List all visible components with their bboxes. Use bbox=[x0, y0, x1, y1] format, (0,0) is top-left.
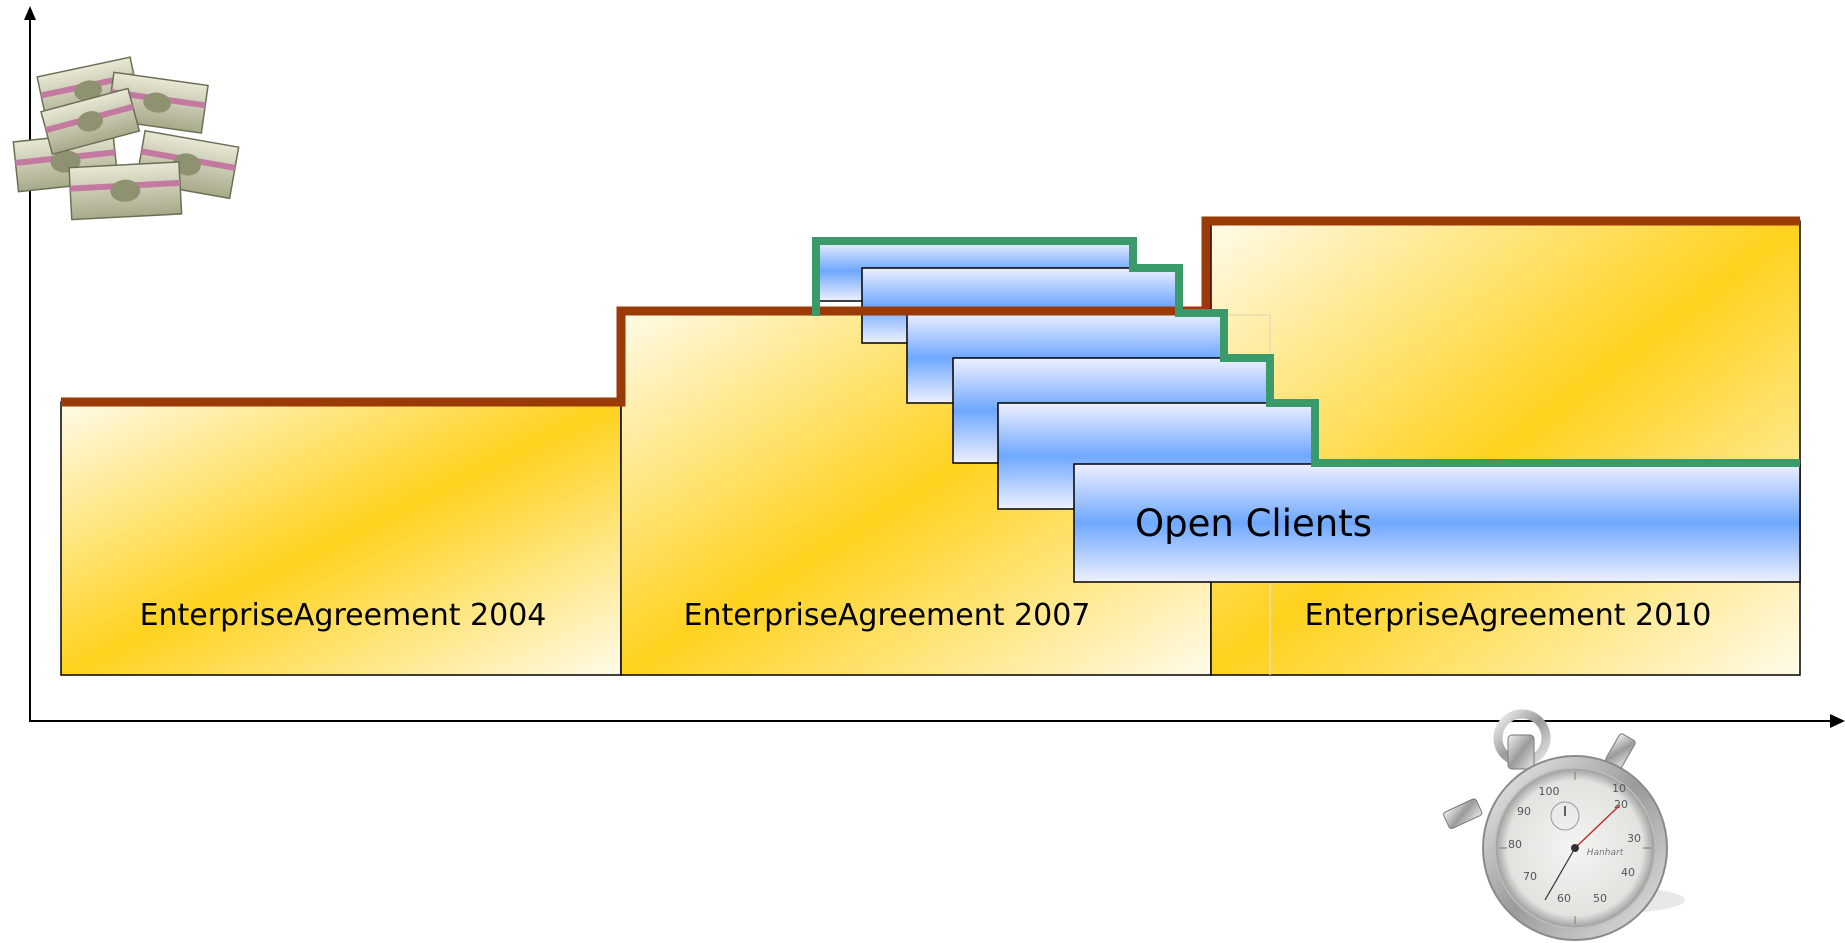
dial-number: 10 bbox=[1612, 782, 1626, 795]
agreement-label-2004: EnterpriseAgreement 2004 bbox=[140, 598, 547, 633]
stopwatch-brand: Hanhart bbox=[1587, 848, 1624, 858]
agreement-label-2010: EnterpriseAgreement 2010 bbox=[1305, 598, 1712, 633]
y-axis-arrow bbox=[24, 6, 36, 20]
open-client-box-main bbox=[1073, 463, 1801, 583]
dial-number: 80 bbox=[1508, 838, 1522, 851]
open-client-cost-line bbox=[812, 237, 1800, 467]
agreement-cost-line bbox=[61, 216, 1800, 407]
dial-number: 40 bbox=[1621, 866, 1635, 879]
stopwatch-dial: 10 20 30 40 50 60 70 80 90 100 bbox=[1508, 782, 1641, 905]
dial-number: 90 bbox=[1517, 805, 1531, 818]
agreement-label-2007: EnterpriseAgreement 2007 bbox=[684, 598, 1091, 633]
agreement-box-2004 bbox=[60, 401, 622, 676]
stopwatch-icon: 10 20 30 40 50 60 70 80 90 100 Hanhart bbox=[1443, 709, 1685, 941]
dial-number: 70 bbox=[1523, 870, 1537, 883]
money-stack-icon bbox=[12, 56, 240, 221]
dial-number: 50 bbox=[1593, 892, 1607, 905]
x-axis-arrow bbox=[1830, 714, 1845, 728]
open-clients-label: Open Clients bbox=[1135, 502, 1372, 545]
dial-number: 60 bbox=[1557, 892, 1571, 905]
dial-number: 100 bbox=[1539, 785, 1560, 798]
dial-number: 30 bbox=[1627, 832, 1641, 845]
